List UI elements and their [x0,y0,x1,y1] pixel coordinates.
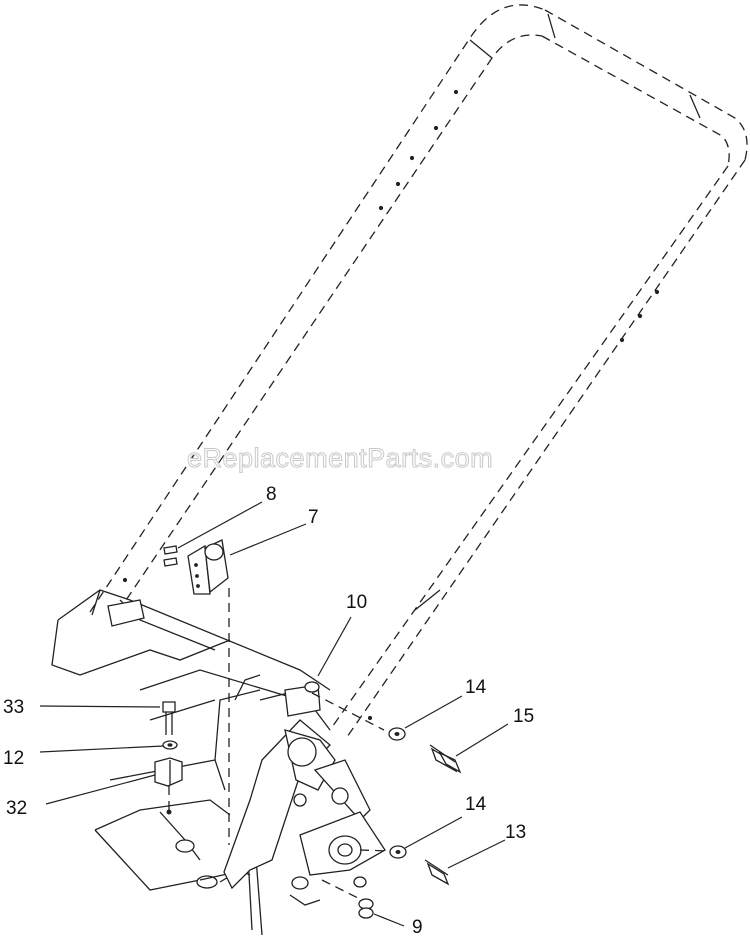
handle-tube [89,4,748,741]
callout-14-lower: 14 [465,794,487,815]
callout-15: 15 [513,706,534,727]
callout-labels: 8 7 10 14 15 33 12 32 14 13 9 [3,484,534,938]
callout-13: 13 [505,822,526,843]
callout-33: 33 [3,697,24,718]
mower-frame [51,589,331,936]
callout-14-upper: 14 [465,677,487,698]
callout-10: 10 [346,592,367,613]
callout-32: 32 [6,798,27,819]
leader-lines [39,501,509,927]
watermark-text: eReplacementParts.com [187,443,493,473]
handle-brackets [223,719,386,906]
callout-9: 9 [412,917,423,938]
callout-12: 12 [3,748,24,769]
hardware [154,539,462,919]
callout-8: 8 [266,484,277,505]
callout-7: 7 [308,507,319,528]
